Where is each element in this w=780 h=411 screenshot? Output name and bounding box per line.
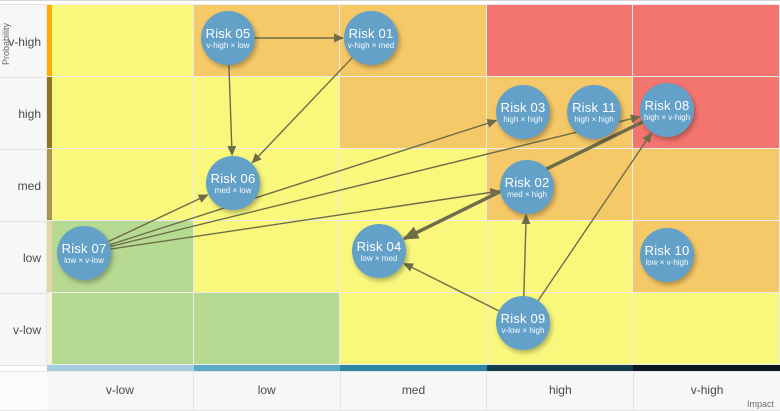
arrow-risk-07-to-risk-02: [110, 188, 501, 250]
impact-strip-high: [486, 365, 634, 371]
probability-strip-high: [47, 77, 52, 148]
arrow-risk-05-to-risk-06: [227, 64, 237, 157]
cell-v-high-high: [486, 5, 633, 76]
cell-high-low: [193, 77, 340, 148]
impact-strip-med: [340, 365, 487, 371]
x-axis-label-v-high: v-high: [690, 383, 724, 397]
risk-bubble-cell-label: med × low: [214, 185, 252, 195]
cell-v-high-v-high: [633, 5, 779, 76]
cell-v-low-med: [340, 293, 486, 364]
risk-bubble-cell-label: v-low × high: [501, 325, 545, 335]
risk-bubble-title: Risk 06: [210, 170, 256, 186]
risk-bubble-title: Risk 02: [504, 174, 550, 190]
risk-bubble-cell-label: high × high: [574, 114, 614, 124]
y-axis-label-low: low: [0, 222, 46, 294]
arrow-risk-07-to-risk-06: [108, 194, 209, 243]
risk-bubble-cell-label: low × v-low: [64, 255, 104, 265]
risk-bubble-title: Risk 08: [644, 97, 690, 113]
cell-low-high: [486, 221, 633, 292]
arrow-risk-07-to-risk-03: [109, 119, 498, 246]
y-axis-label-v-low: v-low: [0, 294, 46, 366]
cell-med-v-low: [47, 149, 193, 220]
impact-axis-title: Impact: [746, 399, 774, 409]
cell-v-low-low: [193, 293, 340, 364]
impact-strip-v-high: [633, 365, 780, 371]
probability-strip-med: [47, 149, 52, 220]
risk-bubble-title: Risk 10: [644, 242, 690, 258]
risk-bubble-title: Risk 09: [500, 310, 546, 326]
risk-arrows-layer: [108, 33, 652, 312]
cell-v-low-v-low: [47, 293, 193, 364]
cell-high-v-low: [47, 77, 193, 148]
probability-strip-v-high: [47, 5, 52, 76]
risk-bubble-cell-label: low × v-high: [645, 257, 689, 267]
arrow-risk-09-to-risk-08: [537, 132, 652, 302]
impact-strip-v-low: [47, 365, 194, 371]
risk-bubble-cell-label: high × v-high: [643, 112, 691, 122]
risk-bubble-title: Risk 04: [356, 238, 402, 254]
y-axis-label-high: high: [0, 78, 46, 150]
risk-bubble-title: Risk 03: [500, 99, 546, 115]
risk-bubble-title: Risk 07: [61, 240, 107, 256]
risk-bubble-title: Risk 11: [572, 99, 616, 115]
risk-bubble-cell-label: v-high × low: [206, 40, 250, 50]
cell-med-v-high: [633, 149, 779, 220]
y-axis-label-med: med: [0, 150, 46, 222]
cell-v-high-v-low: [47, 5, 193, 76]
impact-strip-low: [193, 365, 341, 371]
arrow-risk-01-to-risk-06: [251, 57, 353, 164]
x-axis-label-high: high: [487, 372, 635, 410]
arrow-risk-09-to-risk-04: [403, 262, 500, 312]
arrow-risk-07-to-risk-08: [110, 114, 641, 248]
risk-bubble-cell-label: low × med: [360, 253, 398, 263]
cell-v-low-v-high: [633, 293, 779, 364]
risk-bubble-cell-label: v-high × med: [347, 40, 395, 50]
risk-bubble-cell-label: high × high: [503, 114, 543, 124]
risk-bubble-title: Risk 05: [205, 25, 251, 41]
cell-high-med: [340, 77, 486, 148]
probability-strip-low: [47, 221, 52, 292]
x-axis-label-low: low: [194, 372, 341, 410]
arrow-risk-09-to-risk-02: [521, 213, 531, 297]
x-axis-label-med: med: [341, 372, 488, 410]
axis-corner: [0, 371, 47, 410]
probability-strip-v-low: [47, 293, 52, 364]
y-axis-label-v-high: v-high: [0, 6, 46, 78]
risk-bubble-title: Risk 01: [348, 25, 394, 41]
risk-bubble-cell-label: med × high: [507, 189, 547, 199]
impact-color-strip: [47, 365, 780, 371]
x-axis-label-v-low: v-low: [47, 372, 194, 410]
